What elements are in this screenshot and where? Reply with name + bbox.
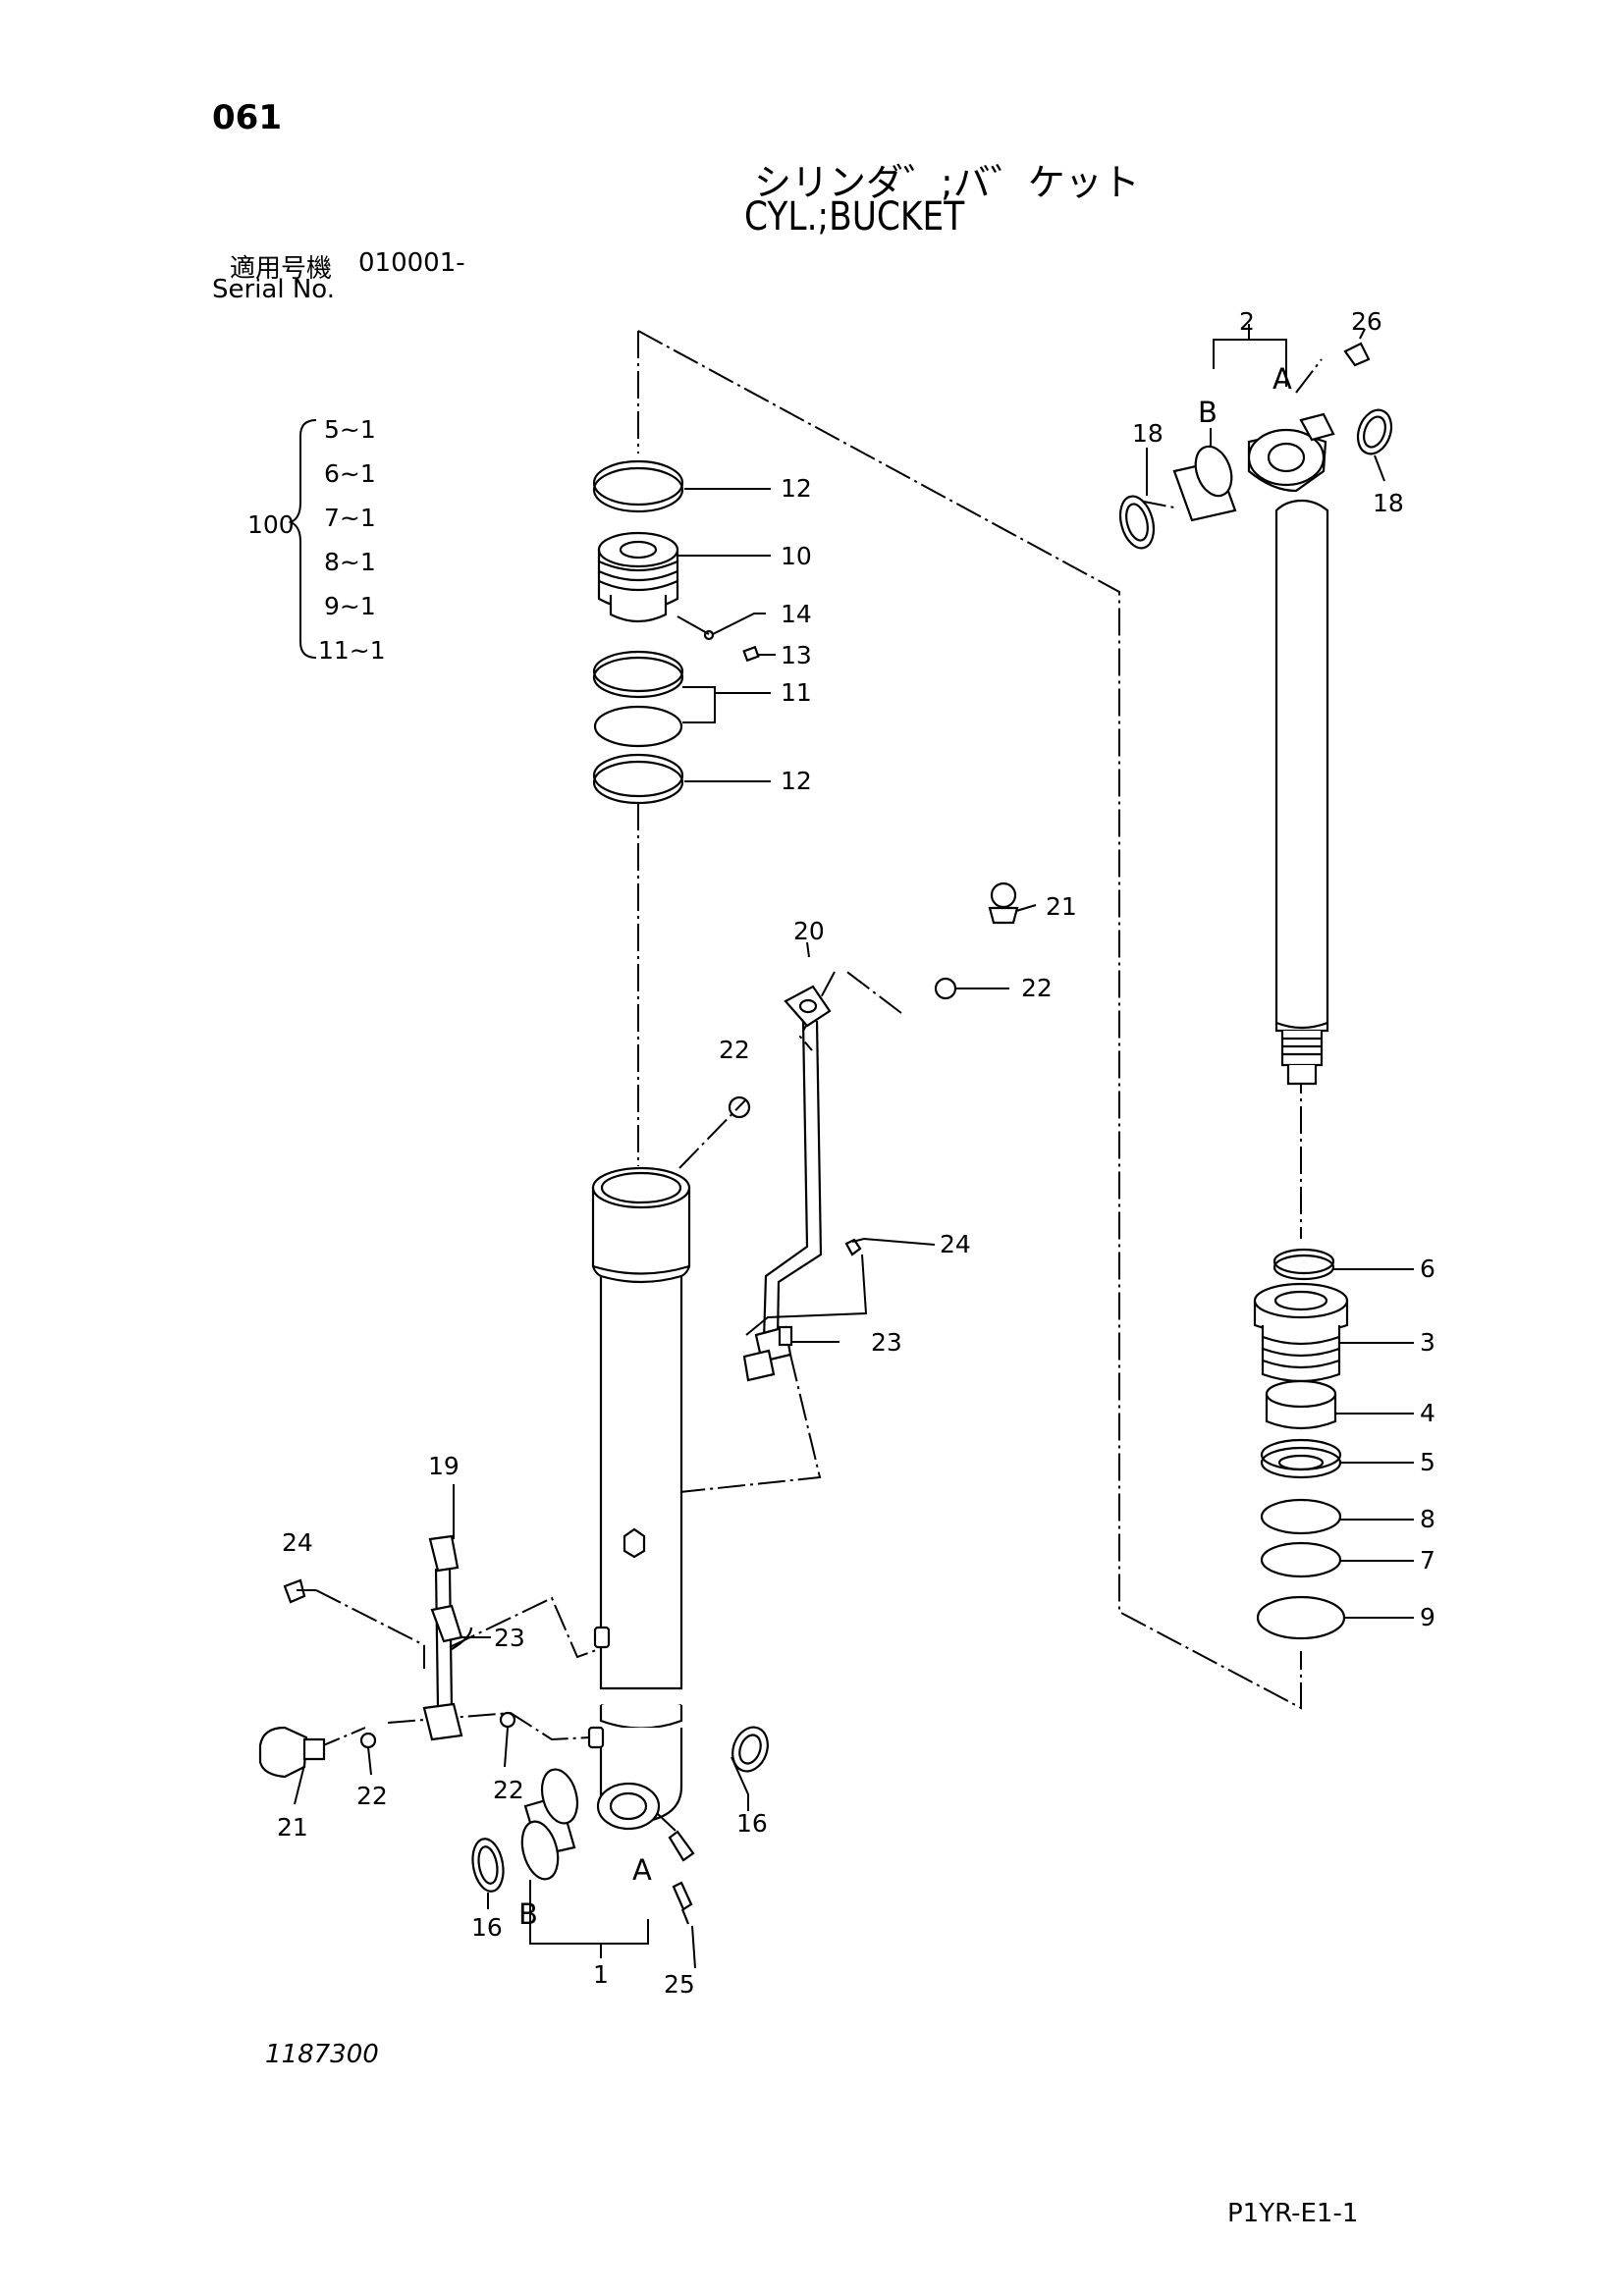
- kit-bracket: 100 5~1 6~1 7~1 8~1 9~1 11~1: [247, 415, 386, 665]
- pipe-20: [728, 881, 1019, 1382]
- drawing-number: 1187300: [265, 2040, 379, 2069]
- callout-14: 14: [781, 600, 812, 628]
- callout-16: 16: [471, 1913, 503, 1942]
- backup-ring-12-top: [592, 459, 684, 513]
- backup-ring-12-bottom: [592, 753, 684, 805]
- callout-22: 22: [493, 1776, 524, 1804]
- callout-B: B: [518, 1897, 538, 1931]
- cylinder-tube-1: [587, 1166, 691, 1831]
- callout-5: 5: [1420, 1448, 1435, 1476]
- seal-11: [592, 650, 684, 748]
- kit-item: 5~1: [324, 415, 376, 444]
- set-screw-13: [742, 645, 760, 663]
- kit-number: 100: [247, 510, 295, 539]
- callout-2: 2: [1239, 307, 1255, 336]
- serial-label-japanese: 適用号機: [230, 254, 333, 284]
- callout-23: 23: [871, 1328, 902, 1357]
- serial-label-english: Serial No.: [212, 275, 335, 304]
- cylinder-head-stack: [1253, 1248, 1349, 1640]
- callout-18: 18: [1373, 489, 1404, 517]
- callout-3: 3: [1420, 1328, 1435, 1357]
- title-english: CYL.;BUCKET: [744, 194, 965, 240]
- pipe-19: [258, 1534, 516, 1779]
- callout-6: 6: [1420, 1255, 1435, 1283]
- callout-21: 21: [277, 1813, 308, 1842]
- page-number: 061: [212, 98, 282, 137]
- callout-B: B: [1198, 396, 1218, 429]
- callout-21: 21: [1046, 892, 1077, 921]
- leader-lines-lower: [294, 904, 1037, 1969]
- callout-19: 19: [428, 1452, 460, 1480]
- callout-12: 12: [781, 474, 812, 503]
- pin-bushing-lower: [471, 1726, 769, 1925]
- footer-code: P1YR-E1-1: [1227, 2199, 1359, 2228]
- callout-23: 23: [494, 1624, 525, 1652]
- kit-item: 7~1: [324, 504, 376, 532]
- leader-lines-right: [1146, 324, 1414, 1619]
- kit-item: 9~1: [324, 592, 376, 620]
- piston-10: [597, 531, 679, 623]
- callout-26: 26: [1351, 307, 1382, 336]
- kit-item: 8~1: [324, 548, 376, 576]
- serial-value: 010001-: [358, 248, 465, 278]
- callout-A: A: [632, 1853, 652, 1887]
- callout-7: 7: [1420, 1546, 1435, 1575]
- callout-24: 24: [940, 1230, 971, 1258]
- callout-20: 20: [793, 917, 825, 945]
- title-japanese: シリンダ゛;バ゛ケット: [754, 161, 1140, 204]
- callout-9: 9: [1420, 1603, 1435, 1631]
- callout-25: 25: [664, 1970, 695, 1999]
- callout-13: 13: [781, 641, 812, 669]
- callout-4: 4: [1420, 1399, 1435, 1427]
- callout-16: 16: [736, 1809, 768, 1838]
- seal-stack-upper: [592, 459, 760, 805]
- callout-A: A: [1272, 362, 1292, 396]
- callout-12: 12: [781, 767, 812, 795]
- callout-24: 24: [282, 1528, 313, 1557]
- callout-11: 11: [781, 678, 812, 707]
- kit-item: 6~1: [324, 459, 376, 488]
- callout-10: 10: [781, 542, 812, 570]
- callout-labels: 12 10 14 13 11 12 21 20 22 22 24 23 19 2…: [277, 307, 1435, 1999]
- callout-18: 18: [1132, 419, 1164, 448]
- leader-lines-upper: [677, 488, 776, 782]
- callout-1: 1: [593, 1960, 609, 1989]
- callout-22: 22: [1021, 974, 1053, 1002]
- callout-8: 8: [1420, 1505, 1435, 1533]
- piston-rod-2: [1118, 342, 1393, 1086]
- callout-22: 22: [719, 1036, 750, 1064]
- kit-item: 11~1: [318, 636, 386, 665]
- callout-22: 22: [356, 1782, 388, 1810]
